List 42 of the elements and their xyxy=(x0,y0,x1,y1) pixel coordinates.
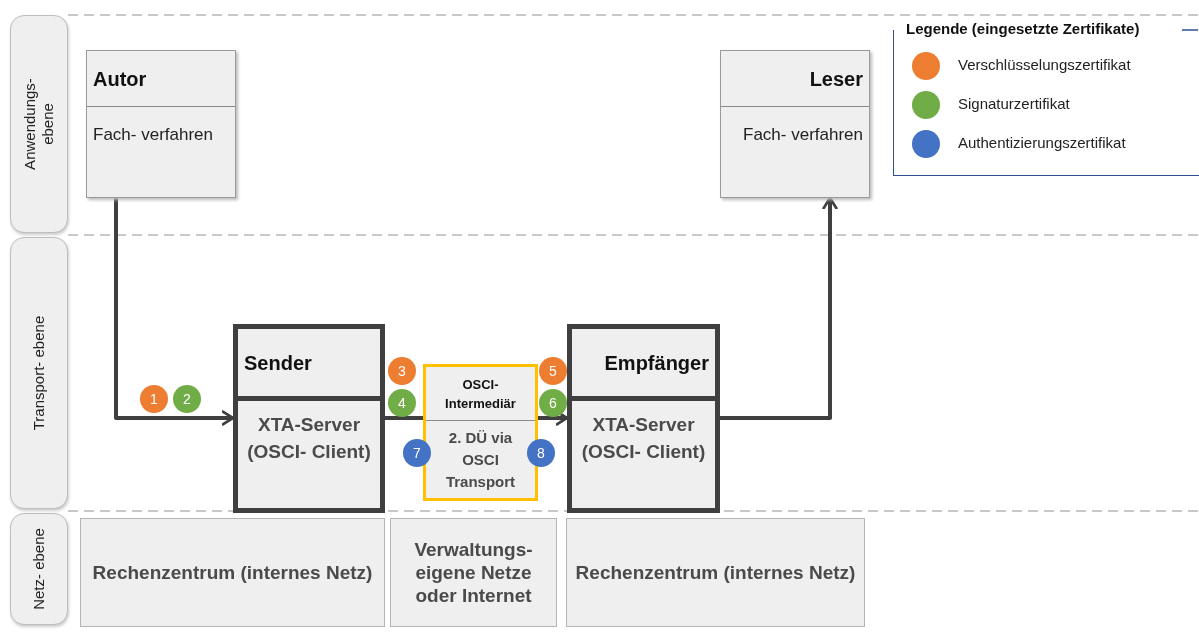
network-label: Rechenzentrum (internes Netz) xyxy=(574,561,857,584)
arrow xyxy=(114,198,235,426)
network-box xyxy=(80,518,385,627)
numbered-circle: 7 xyxy=(403,439,431,467)
network-box xyxy=(390,518,557,627)
numbered-circle: 5 xyxy=(539,357,567,385)
numbered-circle: 3 xyxy=(388,357,416,385)
network-box xyxy=(566,518,865,627)
legend-label: Signaturzertifikat xyxy=(958,95,1070,112)
box-title: Sender xyxy=(244,350,312,375)
numbered-circle: 1 xyxy=(140,385,168,413)
lane-label: Anwendungs- ebene xyxy=(21,77,57,172)
box-title: OSCI- Intermediär xyxy=(444,375,517,413)
application-box xyxy=(720,50,870,198)
numbered-circle: 2 xyxy=(173,385,201,413)
transport-box xyxy=(233,324,385,513)
box-text: 2. DÜ via OSCI Transport xyxy=(444,428,517,492)
legend-label: Verschlüsselungszertifikat xyxy=(958,56,1131,73)
box-text: XTA-Server (OSCI- Client) xyxy=(246,413,372,464)
connector-line xyxy=(385,416,423,420)
lane-label: Transport- ebene xyxy=(30,314,48,433)
lane-header xyxy=(10,237,68,509)
numbered-circle: 4 xyxy=(388,389,416,417)
lane-header xyxy=(10,513,68,625)
box-text: Fach- verfahren xyxy=(742,124,863,146)
legend-label: Authentizierungszertifikat xyxy=(958,134,1126,151)
application-box xyxy=(86,50,236,198)
lane-label: Netz- ebene xyxy=(30,527,48,612)
box-title: Empfänger xyxy=(604,350,709,375)
arrow xyxy=(720,196,838,420)
numbered-circle: 8 xyxy=(527,439,555,467)
network-label: Verwaltungs- eigene Netze oder Internet xyxy=(413,538,534,607)
legend-title: Legende (eingesetzte Zertifikate) xyxy=(906,20,1140,37)
intermediary-box xyxy=(423,364,538,501)
box-title: Leser xyxy=(809,66,863,91)
transport-box xyxy=(567,324,720,513)
box-text: XTA-Server (OSCI- Client) xyxy=(580,413,707,464)
box-text: Fach- verfahren xyxy=(93,124,214,146)
network-label: Rechenzentrum (internes Netz) xyxy=(91,561,374,584)
lane-header xyxy=(10,15,68,233)
numbered-circle: 6 xyxy=(539,389,567,417)
box-title: Autor xyxy=(93,66,147,91)
